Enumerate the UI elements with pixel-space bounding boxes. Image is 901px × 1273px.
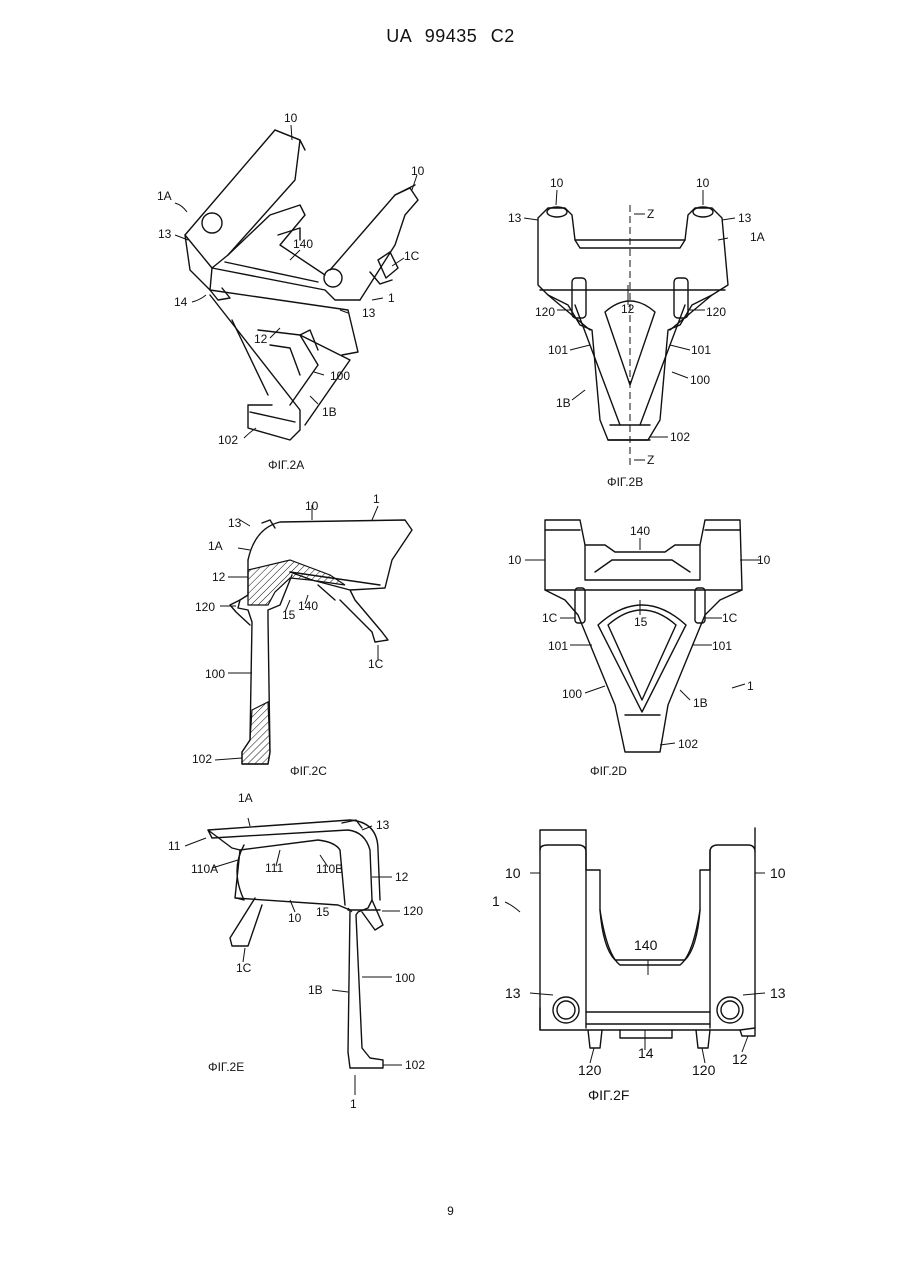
caption-fig-2f: ΦΙΓ.2F — [588, 1087, 629, 1103]
label-2b-100: 100 — [690, 373, 710, 387]
label-2a-12: 12 — [254, 332, 268, 346]
label-2e-100: 100 — [395, 971, 415, 985]
figure-2a — [185, 130, 418, 440]
label-2e-11: 11 — [168, 839, 181, 853]
label-2e-1: 1 — [350, 1097, 357, 1111]
label-2a-1a: 1A — [157, 189, 172, 203]
label-2d-10-right: 10 — [757, 553, 771, 567]
label-2b-13-left: 13 — [508, 211, 522, 225]
label-2f-13-left: 13 — [505, 985, 521, 1001]
label-2d-101-right: 101 — [712, 639, 732, 653]
label-2a-1: 1 — [388, 291, 395, 305]
label-2b-101-right: 101 — [691, 343, 711, 357]
label-2b-120-right: 120 — [706, 305, 726, 319]
label-2f-120-left: 120 — [578, 1062, 602, 1078]
label-2a-140: 140 — [293, 237, 313, 251]
label-2d-10-left: 10 — [508, 553, 522, 567]
label-2d-15: 15 — [634, 615, 648, 629]
label-2f-140: 140 — [634, 937, 658, 953]
figure-2b — [538, 205, 728, 465]
label-2e-111: 111 — [265, 861, 284, 875]
label-2a-100: 100 — [330, 369, 350, 383]
label-2f-12: 12 — [732, 1051, 748, 1067]
label-2e-10: 10 — [288, 911, 302, 925]
label-2a-1c: 1C — [404, 249, 420, 263]
label-2d-1c-left: 1C — [542, 611, 558, 625]
label-2b-13-right: 13 — [738, 211, 752, 225]
label-2d-1: 1 — [747, 679, 754, 693]
caption-fig-2d: ΦΙΓ.2D — [590, 764, 627, 778]
label-2c-10: 10 — [305, 499, 319, 513]
label-2a-102: 102 — [218, 433, 238, 447]
label-2b-z-bottom: Z — [647, 453, 654, 467]
label-2e-110b: 110B — [316, 862, 343, 876]
label-2c-120: 120 — [195, 600, 215, 614]
label-2e-1c: 1C — [236, 961, 252, 975]
label-2d-1c-right: 1C — [722, 611, 738, 625]
figure-2d — [545, 520, 742, 752]
label-2b-120-left: 120 — [535, 305, 555, 319]
label-2d-140: 140 — [630, 524, 650, 538]
figure-2c — [230, 520, 412, 764]
label-2c-1a: 1A — [208, 539, 223, 553]
label-2f-10-left: 10 — [505, 865, 521, 881]
label-2a-10-right: 10 — [411, 164, 425, 178]
page-number: 9 — [0, 1204, 901, 1218]
label-2b-12: 12 — [621, 302, 635, 316]
figure-2e — [208, 820, 383, 1068]
label-2b-102: 102 — [670, 430, 690, 444]
label-2e-15: 15 — [316, 905, 330, 919]
label-2c-102: 102 — [192, 752, 212, 766]
label-2e-12: 12 — [395, 870, 409, 884]
label-2b-101-left: 101 — [548, 343, 568, 357]
label-2b-10-left: 10 — [550, 176, 564, 190]
label-2b-z-top: Z — [647, 207, 654, 221]
label-2c-1: 1 — [373, 492, 380, 506]
label-2b-10-right: 10 — [696, 176, 710, 190]
label-2e-102: 102 — [405, 1058, 425, 1072]
label-2f-10-right: 10 — [770, 865, 786, 881]
caption-fig-2e: ΦΙΓ.2E — [208, 1060, 244, 1074]
label-2f-120-right: 120 — [692, 1062, 716, 1078]
label-2a-1b: 1B — [322, 405, 337, 419]
label-2d-100: 100 — [562, 687, 582, 701]
label-2f-13-right: 13 — [770, 985, 786, 1001]
label-2c-12: 12 — [212, 570, 226, 584]
label-2b-1a: 1A — [750, 230, 765, 244]
label-2a-10-left: 10 — [284, 111, 298, 125]
label-2f-14: 14 — [638, 1045, 654, 1061]
caption-fig-2a: ΦΙΓ.2A — [268, 458, 304, 472]
label-2e-110a: 110A — [191, 862, 218, 876]
label-2e-13: 13 — [376, 818, 390, 832]
label-2e-1a: 1A — [238, 791, 253, 805]
label-2c-15: 15 — [282, 608, 296, 622]
label-2c-1c: 1C — [368, 657, 384, 671]
label-2a-14: 14 — [174, 295, 188, 309]
label-2c-140: 140 — [298, 599, 318, 613]
label-2d-102: 102 — [678, 737, 698, 751]
label-2a-13-right: 13 — [362, 306, 376, 320]
label-2b-1b: 1B — [556, 396, 571, 410]
caption-fig-2b: ΦΙΓ.2B — [607, 475, 643, 489]
label-2e-1b: 1B — [308, 983, 323, 997]
label-2d-101-left: 101 — [548, 639, 568, 653]
label-2e-120: 120 — [403, 904, 423, 918]
label-2c-13: 13 — [228, 516, 242, 530]
label-2f-1: 1 — [492, 893, 500, 909]
caption-fig-2c: ΦΙΓ.2C — [290, 764, 327, 778]
label-2d-1b: 1B — [693, 696, 708, 710]
label-2c-100: 100 — [205, 667, 225, 681]
label-2a-13-left: 13 — [158, 227, 172, 241]
